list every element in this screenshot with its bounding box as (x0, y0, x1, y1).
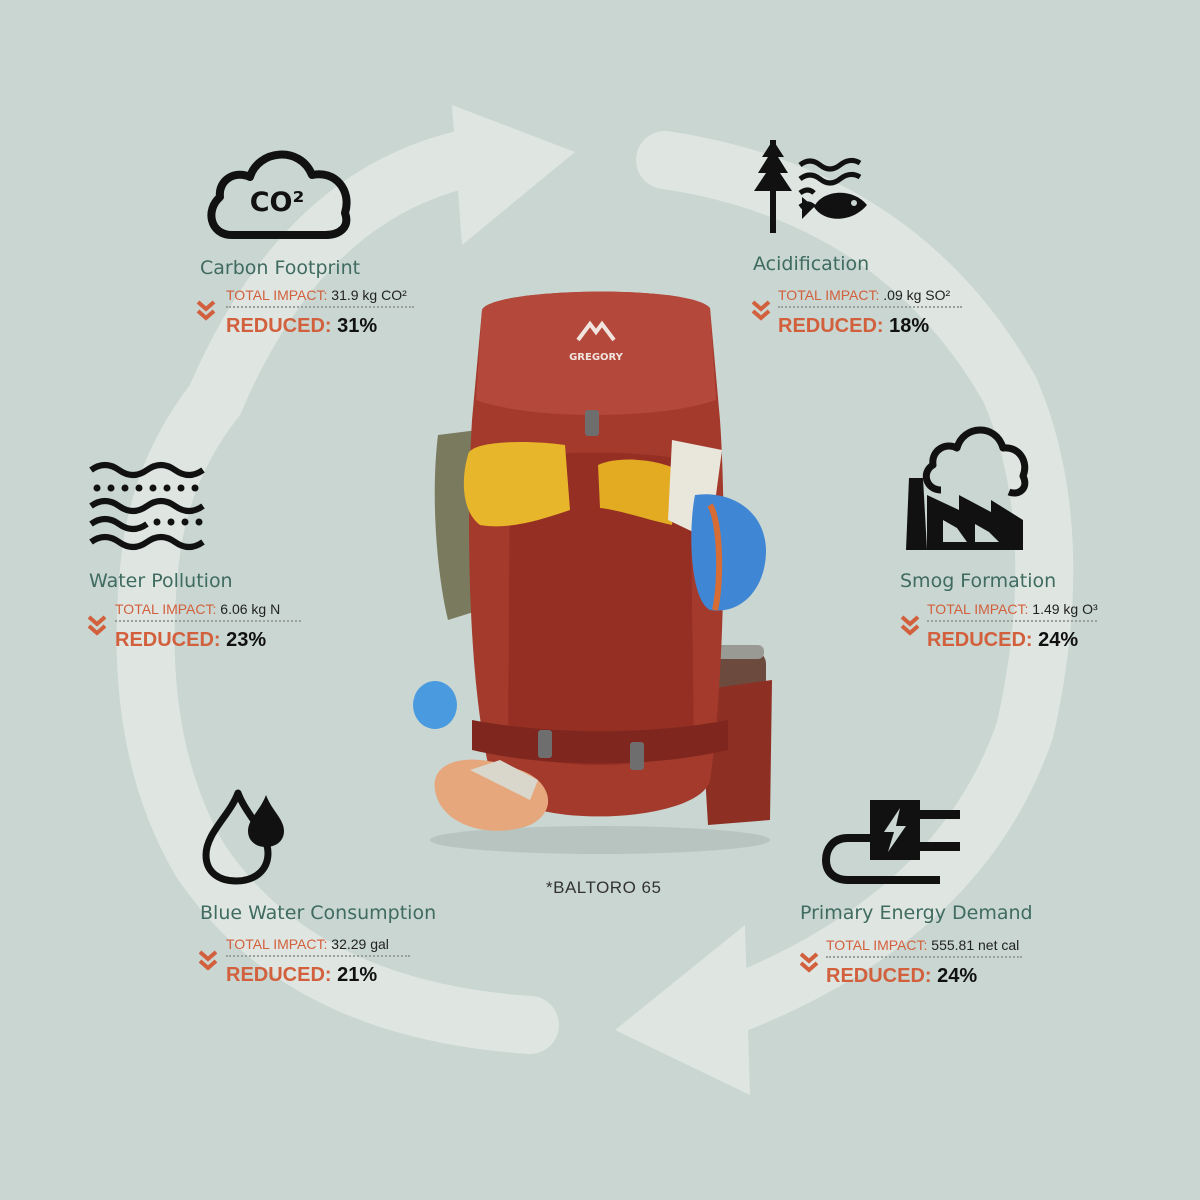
ring-arrowhead-bottom (615, 925, 750, 1095)
metric-carbon-footprint: CO² Carbon Footprint TOTAL IMPACT: 31.9 … (195, 135, 455, 345)
metric-primary-energy-demand: Primary Energy Demand TOTAL IMPACT: 555.… (795, 780, 1095, 1000)
total-impact-row: TOTAL IMPACT: .09 kg SO² (778, 287, 962, 308)
metric-title: Smog Formation (900, 570, 1057, 592)
metric-title: Carbon Footprint (200, 257, 361, 279)
ring-arrowhead-top (452, 105, 575, 245)
chevron-down-icon (196, 300, 216, 321)
chevron-down-icon (198, 950, 218, 971)
product-caption: *BALTORO 65 (546, 878, 662, 897)
reduced-row: REDUCED: 24% (826, 965, 978, 987)
ring-arc-top (186, 131, 489, 429)
ring-arc-right (636, 131, 1074, 1039)
chevron-down-icon (900, 615, 920, 636)
total-impact-row: TOTAL IMPACT: 555.81 net cal (826, 937, 1022, 958)
metric-water-pollution: Water Pollution TOTAL IMPACT: 6.06 kg N … (84, 455, 344, 665)
metric-title: Acidification (753, 253, 870, 275)
reduced-row: REDUCED: 24% (927, 629, 1079, 651)
total-impact-row: TOTAL IMPACT: 1.49 kg O³ (927, 601, 1098, 622)
co2-icon-text: CO² (250, 187, 305, 218)
metric-acidification: Acidification TOTAL IMPACT: .09 kg SO² R… (747, 135, 1007, 345)
reduced-row: REDUCED: 23% (115, 629, 267, 651)
chevron-down-icon (751, 300, 771, 321)
metric-title: Blue Water Consumption (200, 902, 437, 924)
power-plug-icon (821, 800, 960, 884)
metric-title: Water Pollution (89, 570, 233, 592)
water-drops-icon (202, 789, 284, 885)
factory-smog-icon (906, 426, 1029, 550)
backpack-image: GREGORY (413, 291, 772, 854)
chevron-down-icon (799, 952, 819, 973)
chevron-down-icon (87, 615, 107, 636)
brand-logo: GREGORY (569, 352, 624, 363)
ring-arc-left (116, 371, 559, 1054)
tree-water-fish-icon (754, 140, 867, 233)
metric-smog-formation: Smog Formation TOTAL IMPACT: 1.49 kg O³ … (896, 420, 1156, 660)
water-pollution-waves-icon (89, 462, 205, 550)
reduced-row: REDUCED: 31% (226, 315, 378, 337)
total-impact-row: TOTAL IMPACT: 6.06 kg N (115, 601, 301, 622)
metric-title: Primary Energy Demand (800, 902, 1033, 924)
reduced-row: REDUCED: 18% (778, 315, 930, 337)
total-impact-row: TOTAL IMPACT: 32.29 gal (226, 936, 410, 957)
co2-cloud-icon: CO² (207, 150, 351, 239)
metric-blue-water-consumption: Blue Water Consumption TOTAL IMPACT: 32.… (195, 785, 475, 1000)
reduced-row: REDUCED: 21% (226, 964, 378, 986)
total-impact-row: TOTAL IMPACT: 31.9 kg CO² (226, 287, 414, 308)
